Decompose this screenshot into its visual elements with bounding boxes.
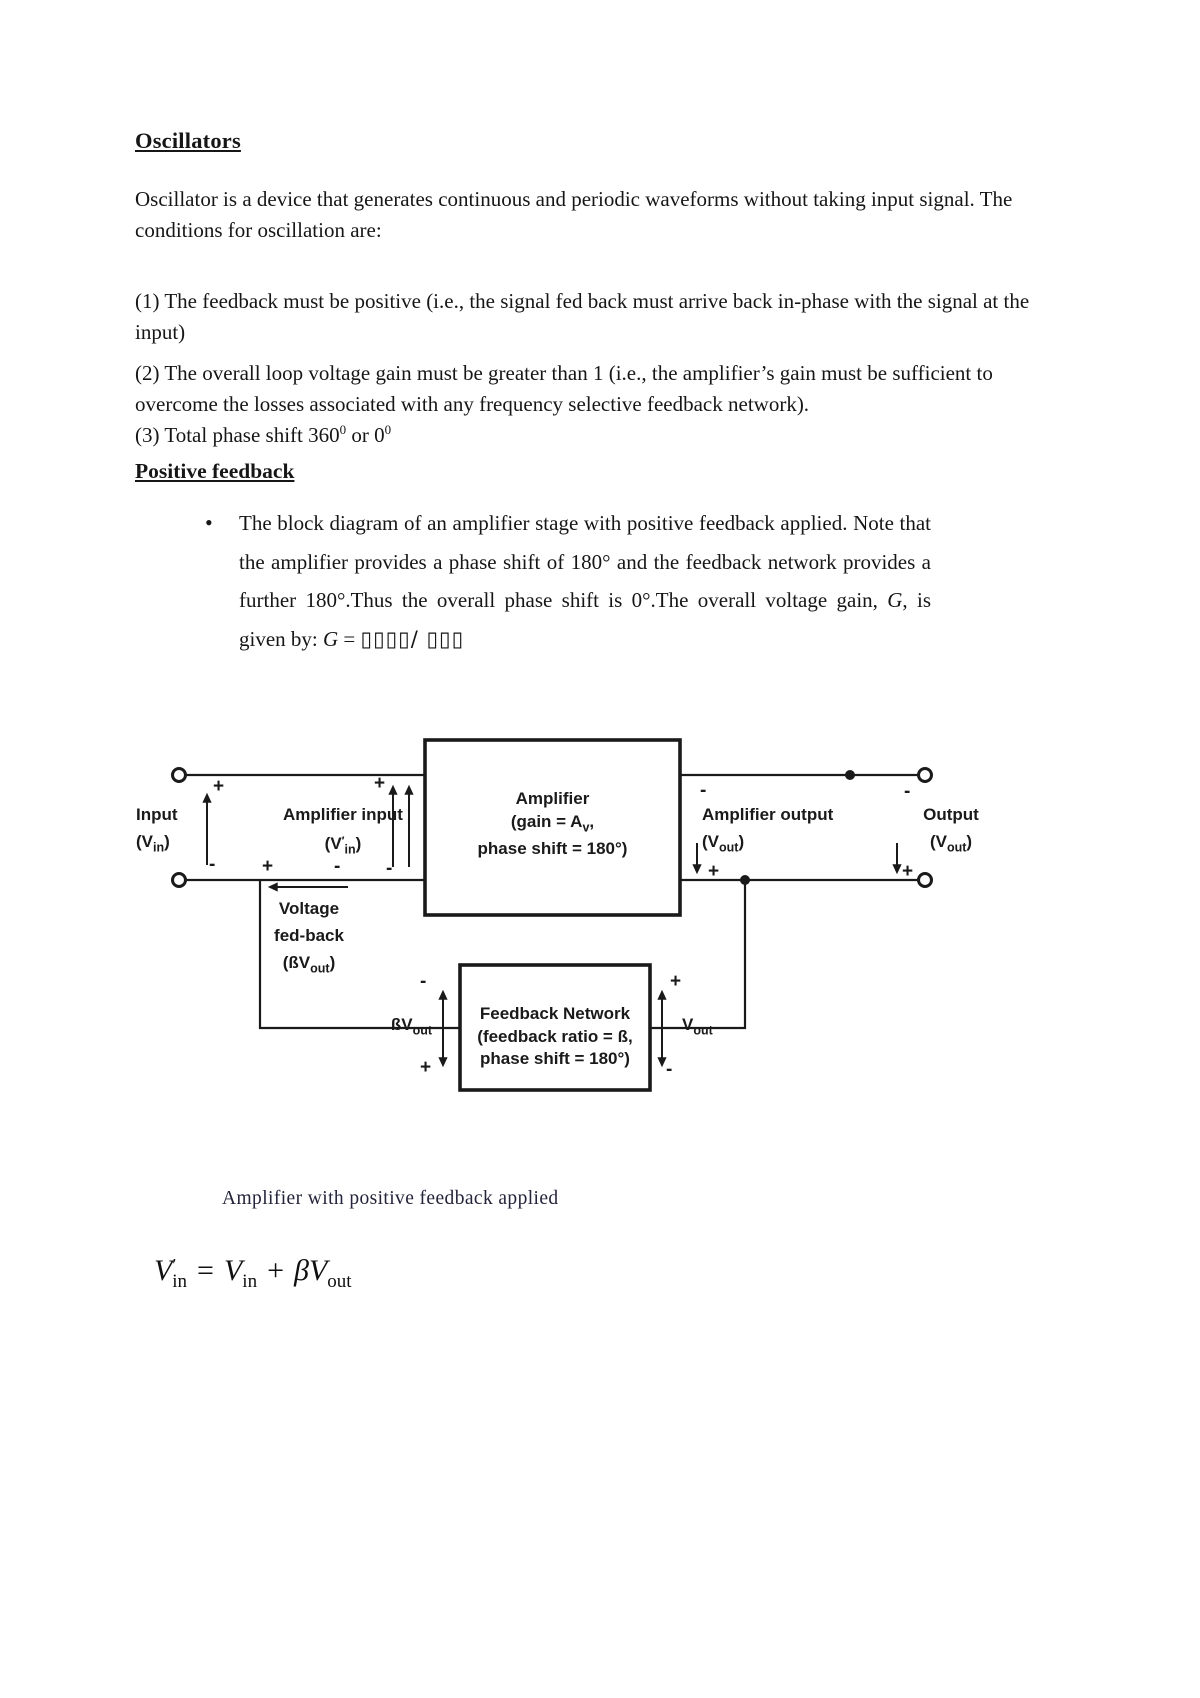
feedback-network-title: Feedback Network	[479, 1004, 631, 1023]
input-terminal-bottom	[171, 872, 187, 888]
minus-sign-vout-bottom: -	[666, 1059, 673, 1080]
section-heading-positive-feedback: Positive feedback	[135, 459, 295, 483]
vout-label: Vout	[682, 1015, 713, 1038]
feedback-network-box-outline	[458, 963, 652, 1092]
block-diagram: Input (Vin) Amplifier input (V′in) Ampli…	[0, 712, 1200, 1132]
circuit-diagram-lines	[171, 738, 933, 1092]
condition-1: (1) The feedback must be positive (i.e.,…	[135, 289, 1030, 344]
minus-sign-amp-output-top: -	[700, 780, 707, 801]
minus-sign-input-bottom: -	[209, 854, 216, 875]
output-terminal-top	[917, 767, 933, 783]
output-terminal-bottom	[917, 872, 933, 888]
condition-3: (3) Total phase shift 3600 or 00	[135, 422, 392, 447]
amplifier-box-phase: phase shift = 180°)	[477, 839, 628, 859]
page-title: Oscillators	[135, 128, 241, 153]
amplifier-input-label-title: Amplifier input	[283, 805, 403, 824]
minus-sign-output-top: -	[904, 781, 911, 802]
superscript-zero: 0	[384, 422, 392, 437]
gain-variable: G	[887, 588, 903, 612]
input-terminal-top	[171, 767, 187, 783]
voltage-fedback-line2: fed-back	[274, 926, 344, 945]
voltage-fedback-symbol: (ßVout)	[282, 953, 336, 976]
feedback-return-line	[258, 880, 460, 1030]
output-label-symbol: (Vout)	[929, 832, 973, 855]
amplifier-output-label-title: Amplifier output	[702, 805, 834, 824]
document-content: Oscillators Oscillator is a device that …	[0, 0, 1200, 658]
amplifier-box-label: Amplifier (gain = Av, phase shift = 180°…	[428, 788, 677, 861]
figure-caption: Amplifier with positive feedback applied	[222, 1188, 559, 1209]
input-label-title: Input	[136, 805, 178, 824]
minus-sign-beta-top: -	[420, 971, 427, 992]
plus-sign-input-top: +	[213, 776, 225, 797]
bullet-text: The block diagram of an amplifier stage …	[239, 511, 931, 651]
amplifier-output-label-symbol: (Vout)	[702, 832, 745, 855]
voltage-fedback-label: Voltage fed-back (ßVout)	[264, 895, 354, 982]
intro-paragraph: Oscillator is a device that generates co…	[135, 187, 1013, 242]
superscript-zero: 0	[339, 422, 347, 437]
voltage-fedback-line1: Voltage	[278, 899, 340, 918]
condition-2: (2) The overall loop voltage gain must b…	[135, 361, 993, 416]
missing-glyph-boxes: ▯▯▯▯/ ▯▯▯	[360, 626, 465, 651]
plus-sign-vout-top: +	[670, 971, 682, 992]
amplifier-box-gain: (gain = Av,	[510, 811, 595, 834]
feedback-formula: V′in=Vin+βVout	[154, 1254, 352, 1292]
plus-sign-amp-input-top: +	[374, 773, 386, 794]
feedback-network-phase: phase shift = 180°)	[480, 1049, 630, 1068]
amplifier-input-label-symbol: (V′in)	[324, 834, 362, 857]
plus-sign-fedback-left: +	[262, 856, 274, 877]
minus-sign-amp-input-bottom: -	[386, 858, 393, 879]
amplifier-box-title: Amplifier	[515, 789, 590, 808]
bullet-marker: •	[205, 510, 213, 535]
gain-variable: G	[323, 626, 339, 651]
output-label-title: Output	[923, 805, 979, 824]
amplifier-input-label: Amplifier input (V′in)	[258, 801, 428, 863]
plus-sign-output-bottom: +	[902, 861, 914, 882]
junction-dot-bottom	[740, 875, 750, 885]
bullet-item: • The block diagram of an amplifier stag…	[205, 504, 1065, 658]
input-label: Input (Vin)	[136, 801, 178, 861]
feedback-network-ratio: (feedback ratio = ß,	[477, 1026, 633, 1046]
feedback-tap-line	[650, 880, 747, 1030]
beta-vout-label: ßVout	[390, 1015, 432, 1038]
amplifier-box-outline	[423, 738, 682, 917]
conditions-2-3: (2) The overall loop voltage gain must b…	[135, 358, 1065, 451]
junction-dot-top	[845, 770, 855, 780]
output-label: Output (Vout)	[910, 801, 992, 861]
minus-sign-fedback-right: -	[334, 856, 341, 877]
plus-sign-beta-bottom: +	[420, 1057, 432, 1078]
amplifier-output-label: Amplifier output (Vout)	[702, 801, 833, 861]
input-label-symbol: (Vin)	[136, 832, 170, 855]
plus-sign-amp-output-bottom: +	[708, 861, 720, 882]
feedback-network-box-label: Feedback Network (feedback ratio = ß, ph…	[463, 1003, 647, 1071]
